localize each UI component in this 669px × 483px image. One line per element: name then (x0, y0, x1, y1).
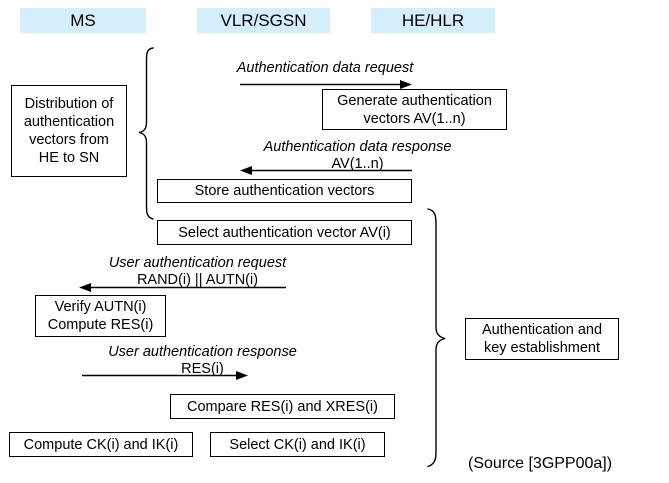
box-line: Select CK(i) and IK(i) (229, 436, 366, 453)
box-store-authentication-vectors: Store authentication vectors (157, 179, 412, 203)
message-label-authentication-data-request: Authentication data request (190, 60, 460, 77)
message-label-authentication-data-response: Authentication data response AV(1..n) (215, 139, 500, 173)
box-compute-ck-ik: Compute CK(i) and IK(i) (9, 432, 193, 457)
box-select-ck-ik: Select CK(i) and IK(i) (210, 432, 385, 457)
arrow-authentication-data-request (240, 79, 412, 90)
phase-brace-distribution (126, 46, 156, 222)
box-line: Store authentication vectors (194, 183, 375, 199)
brace-right-icon (427, 208, 446, 468)
box-line: Select authentication vector AV(i) (178, 224, 391, 241)
box-verify-autn-compute-res: Verify AUTN(i) Compute RES(i) (35, 295, 166, 337)
message-title: Authentication data request (236, 60, 414, 76)
arrow-authentication-data-response (240, 165, 412, 176)
message-payload: RES(i) (181, 361, 224, 377)
message-title: Authentication data response (263, 139, 452, 155)
box-line: Distribution of (24, 96, 114, 112)
box-compare-res-xres: Compare RES(i) and XRES(i) (170, 394, 395, 419)
arrow-right-icon (82, 371, 248, 380)
box-line: vectors AV(1..n) (363, 110, 466, 127)
message-title: User authentication response (108, 344, 297, 360)
lane-header-vlr-sgsn: VLR/SGSN (197, 8, 330, 33)
lane-header-ms: MS (20, 8, 146, 33)
arrow-left-icon (240, 166, 412, 175)
brace-left-icon (138, 47, 154, 220)
box-line: Compute RES(i) (47, 317, 154, 333)
arrow-user-authentication-response (82, 370, 248, 381)
box-line: key establishment (483, 340, 601, 356)
message-label-user-authentication-request: User authentication request RAND(i) || A… (55, 255, 340, 289)
box-line: authentication (23, 114, 115, 130)
box-line: Compute CK(i) and IK(i) (23, 436, 179, 453)
box-generate-authentication-vectors: Generate authentication vectors AV(1..n) (322, 89, 507, 130)
message-title: User authentication request (108, 255, 287, 271)
box-line: Authentication and (481, 322, 603, 338)
message-payload: AV(1..n) (331, 156, 384, 172)
box-authentication-and-key-establishment: Authentication and key establishment (465, 318, 619, 360)
box-line: HE to SN (38, 150, 100, 166)
lane-header-he-hlr: HE/HLR (371, 8, 495, 33)
box-distribution-of-authentication-vectors: Distribution of authentication vectors f… (11, 85, 127, 177)
phase-brace-authentication (424, 207, 460, 469)
box-line: Generate authentication (337, 92, 492, 109)
box-line: Verify AUTN(i) (54, 299, 147, 315)
source-note: (Source [3GPP00a]) (468, 455, 613, 472)
arrow-right-icon (240, 80, 412, 89)
message-label-user-authentication-response: User authentication response RES(i) (60, 344, 345, 378)
arrow-user-authentication-request (79, 282, 286, 293)
arrow-left-icon (79, 283, 286, 292)
box-select-authentication-vector: Select authentication vector AV(i) (157, 220, 412, 245)
box-line: vectors from (29, 132, 109, 148)
box-line: Compare RES(i) and XRES(i) (187, 398, 378, 415)
message-payload: RAND(i) || AUTN(i) (136, 272, 259, 288)
